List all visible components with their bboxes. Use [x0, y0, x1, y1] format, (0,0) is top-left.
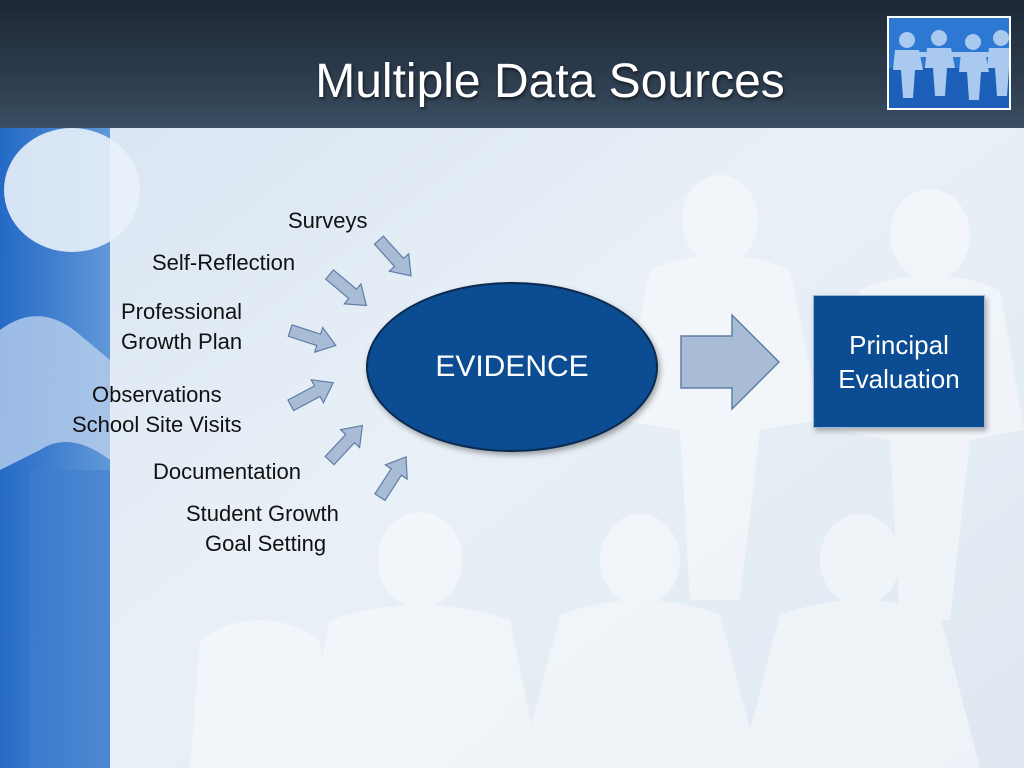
source-label-documentation: Documentation — [153, 459, 301, 484]
source-label-student-growth-line2: Goal Setting — [205, 531, 327, 556]
principal-evaluation-box — [813, 295, 985, 428]
principal-evaluation-line1: Principal — [849, 330, 949, 360]
arrow-student-growth-icon — [368, 449, 418, 505]
source-label-observations-line1: Observations — [92, 382, 222, 407]
source-label-professional-growth-line2: Growth Plan — [121, 329, 243, 354]
title-bar — [0, 0, 1024, 128]
evidence-ellipse — [366, 282, 658, 452]
source-label-self-reflection: Self-Reflection — [152, 250, 296, 275]
block-arrow-right-icon — [680, 313, 781, 411]
principal-evaluation-line2: Evaluation — [838, 364, 960, 394]
source-label-professional-growth-line1: Professional — [121, 299, 243, 324]
paper-people-chain-icon — [887, 16, 1011, 110]
arrow-professional-growth-icon — [285, 317, 341, 359]
source-label-student-growth-line1: Student Growth — [186, 501, 339, 526]
source-label-observations-line2: School Site Visits — [72, 412, 242, 437]
arrow-surveys-icon — [368, 230, 422, 286]
slide-title: Multiple Data Sources — [315, 55, 785, 108]
source-label-surveys: Surveys — [288, 208, 368, 233]
arrow-documentation-icon — [319, 415, 373, 471]
evidence-label: EVIDENCE — [435, 350, 589, 383]
arrow-observations-icon — [284, 370, 340, 418]
principal-evaluation-label: Principal Evaluation — [813, 328, 985, 396]
arrow-self-reflection-icon — [320, 264, 376, 316]
